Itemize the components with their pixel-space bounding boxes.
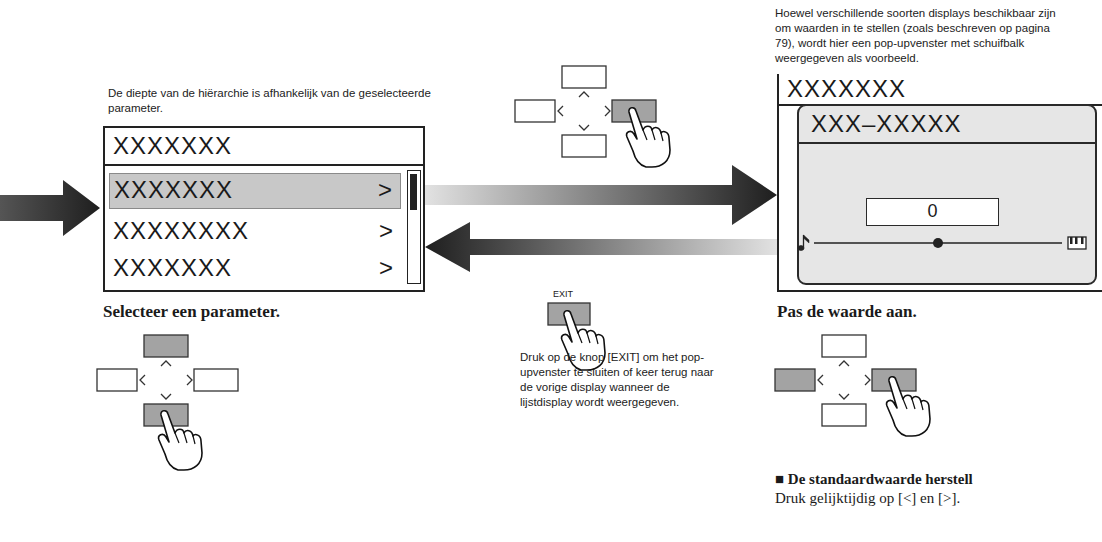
value-box: 0: [866, 198, 999, 226]
screen-header: XXXXXXX: [105, 128, 423, 166]
note-text: Druk op de knop [EXIT] om het pop-upvens…: [520, 350, 720, 410]
note-icon: [798, 235, 809, 250]
list-row: XXXXXXX >: [109, 252, 401, 286]
cursor-buttons: [775, 335, 930, 436]
submenu-arrow: >: [378, 175, 392, 205]
instruction-text: Druk gelijktijdig op [<] en [>].: [775, 489, 960, 507]
step-caption: Pas de waarde aan.: [777, 302, 917, 322]
note-text: Hoewel verschillende soorten displays be…: [775, 6, 1065, 66]
keyboard-icon: [1068, 237, 1086, 249]
scroll-thumb: [410, 174, 417, 210]
value-text: 0: [927, 201, 937, 221]
value-screen: XXXXXXXXXX–XXXXX 0: [777, 74, 1102, 292]
submenu-arrow: >: [379, 216, 393, 246]
submenu-arrow: >: [379, 253, 393, 283]
entry-arrow: [0, 180, 100, 236]
list-row: XXXXXXXX >: [109, 215, 401, 249]
button-name: EXIT: [553, 289, 573, 300]
parameter-name: XXXXXXX: [113, 253, 232, 283]
step-caption: Selecteer een parameter.: [103, 302, 280, 322]
list-screen: XXXXXXX XXXXXXX > XXXXXXXX > XXXXXXX >: [103, 126, 425, 292]
popup-title: XXX–XXXXX: [799, 106, 1095, 144]
selected-row: XXXXXXX >: [109, 173, 401, 209]
parameter-name: XXXXXXXX: [113, 216, 249, 246]
note-text: De diepte van de hiërarchie is afhankeli…: [108, 86, 453, 116]
screen-header: XXXXXXX: [779, 74, 1102, 106]
flow-arrow: [425, 222, 777, 272]
cursor-buttons: [515, 66, 670, 167]
cursor-buttons: [97, 335, 238, 470]
popup-window: XXX–XXXXX 0: [797, 104, 1097, 285]
subheading: ■ De standaardwaarde herstell: [775, 470, 973, 488]
parameter-name: XXXXXXX: [114, 175, 233, 205]
flow-arrow: [425, 165, 777, 225]
scroll-bar: [407, 170, 421, 284]
